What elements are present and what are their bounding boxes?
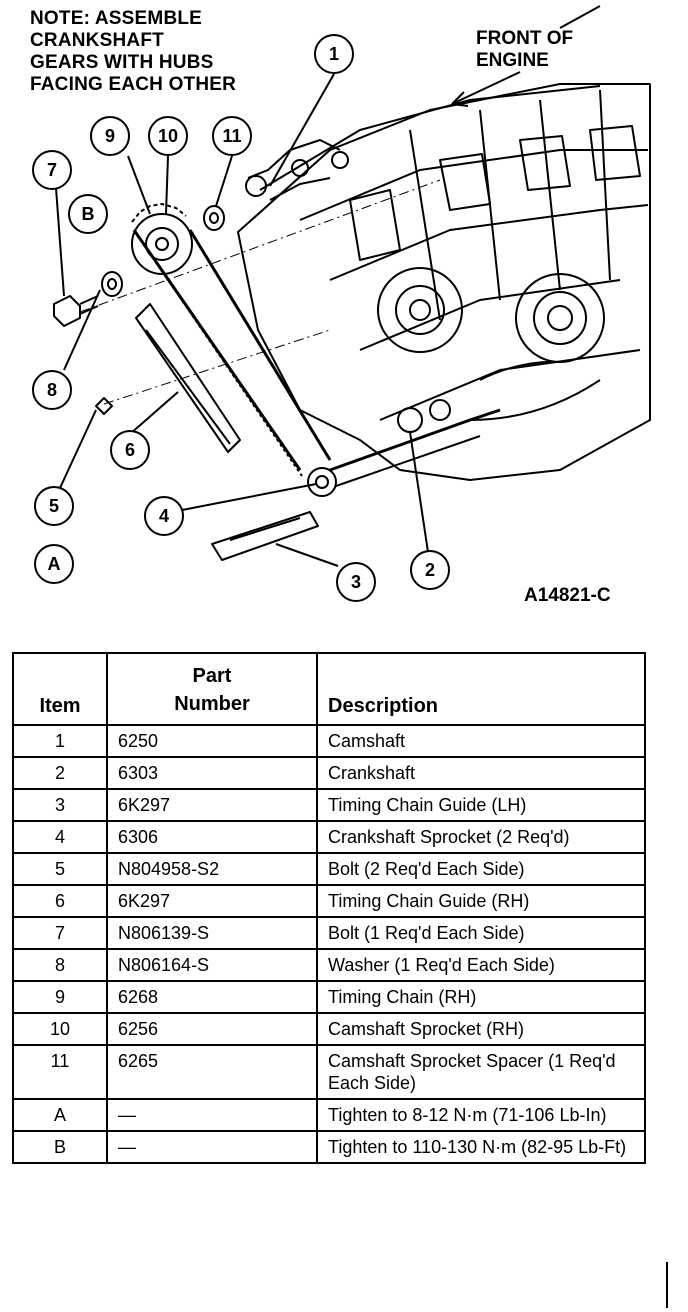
callout-2: 2 [410, 550, 450, 590]
cell-desc: Timing Chain (RH) [316, 980, 646, 1014]
chain-guide-lh [211, 511, 319, 561]
sprocket-spacer [203, 205, 225, 231]
washer [101, 271, 123, 297]
callout-4: 4 [144, 496, 184, 536]
cell-desc: Camshaft [316, 724, 646, 758]
front-arrow-line [451, 71, 521, 105]
table-row: B—Tighten to 110-130 N·m (82-95 Lb-Ft) [12, 1130, 646, 1164]
crankshaft-sprocket [307, 467, 337, 497]
callout-11: 11 [212, 116, 252, 156]
cell-item: B [12, 1130, 108, 1164]
callout-B: B [68, 194, 108, 234]
cell-part: 6268 [106, 980, 318, 1014]
cell-desc: Bolt (1 Req'd Each Side) [316, 916, 646, 950]
cell-desc: Crankshaft Sprocket (2 Req'd) [316, 820, 646, 854]
callout-6: 6 [110, 430, 150, 470]
callout-10: 10 [148, 116, 188, 156]
cell-item: 5 [12, 852, 108, 886]
callout-9: 9 [90, 116, 130, 156]
block-gear-outer [377, 267, 463, 353]
header-part-number: Part Number [106, 652, 318, 726]
table-row: A—Tighten to 8-12 N·m (71-106 Lb-In) [12, 1098, 646, 1132]
front-of-engine-label: FRONT OF ENGINE [476, 28, 573, 72]
cell-item: 8 [12, 948, 108, 982]
timing-chain-right [188, 229, 332, 461]
cell-desc: Timing Chain Guide (RH) [316, 884, 646, 918]
engine-drawing [53, 5, 651, 567]
cell-desc: Washer (1 Req'd Each Side) [316, 948, 646, 982]
cell-item: 9 [12, 980, 108, 1014]
note-line: FACING EACH OTHER [30, 74, 237, 95]
cell-part: N806164-S [106, 948, 318, 982]
cell-desc: Camshaft Sprocket (RH) [316, 1012, 646, 1046]
cell-desc: Camshaft Sprocket Spacer (1 Req'd Each S… [316, 1044, 646, 1100]
chain-guide-rh [135, 303, 241, 453]
cell-item: 1 [12, 724, 108, 758]
front-arrow-line-top [559, 5, 601, 29]
callout-A: A [34, 544, 74, 584]
camshaft-sprocket [131, 213, 193, 275]
cell-item: 7 [12, 916, 108, 950]
cell-part: 6250 [106, 724, 318, 758]
cell-item: 2 [12, 756, 108, 790]
cell-item: 6 [12, 884, 108, 918]
cell-part: 6303 [106, 756, 318, 790]
cell-part: N806139-S [106, 916, 318, 950]
figure-id: A14821-C [524, 585, 611, 606]
cell-item: A [12, 1098, 108, 1132]
cell-item: 11 [12, 1044, 108, 1100]
note-line: NOTE: ASSEMBLE [30, 8, 203, 29]
header-item: Item [12, 652, 108, 726]
cell-desc: Bolt (2 Req'd Each Side) [316, 852, 646, 886]
cell-part: N804958-S2 [106, 852, 318, 886]
cell-part: 6K297 [106, 884, 318, 918]
cell-part: — [106, 1130, 318, 1164]
note-line: GEARS WITH HUBS [30, 52, 214, 73]
callout-1: 1 [314, 34, 354, 74]
front-label-line: FRONT OF [476, 28, 574, 49]
cell-part: 6265 [106, 1044, 318, 1100]
header-part-line2: Number [174, 693, 250, 715]
assembly-note: NOTE: ASSEMBLE CRANKSHAFT GEARS WITH HUB… [30, 8, 236, 96]
cell-item: 3 [12, 788, 108, 822]
header-description: Description [316, 652, 646, 726]
front-label-line: ENGINE [476, 50, 549, 71]
table-header-row: Item Part Number Description [12, 652, 646, 726]
cell-part: 6306 [106, 820, 318, 854]
callout-5: 5 [34, 486, 74, 526]
margin-mark [666, 1262, 668, 1308]
header-part-line1: Part [192, 665, 232, 687]
cell-item: 10 [12, 1012, 108, 1046]
engine-block-outline [237, 83, 651, 481]
cell-desc: Tighten to 8-12 N·m (71-106 Lb-In) [316, 1098, 646, 1132]
crankshaft-shaft [329, 408, 501, 472]
callout-3: 3 [336, 562, 376, 602]
callout-8: 8 [32, 370, 72, 410]
bolt-head [53, 295, 81, 327]
cell-desc: Timing Chain Guide (LH) [316, 788, 646, 822]
note-line: CRANKSHAFT [30, 30, 164, 51]
cell-desc: Tighten to 110-130 N·m (82-95 Lb-Ft) [316, 1130, 646, 1164]
cell-part: 6256 [106, 1012, 318, 1046]
engine-timing-diagram: NOTE: ASSEMBLE CRANKSHAFT GEARS WITH HUB… [0, 0, 688, 640]
cell-part: — [106, 1098, 318, 1132]
cell-desc: Crankshaft [316, 756, 646, 790]
cell-item: 4 [12, 820, 108, 854]
cell-part: 6K297 [106, 788, 318, 822]
callout-7: 7 [32, 150, 72, 190]
